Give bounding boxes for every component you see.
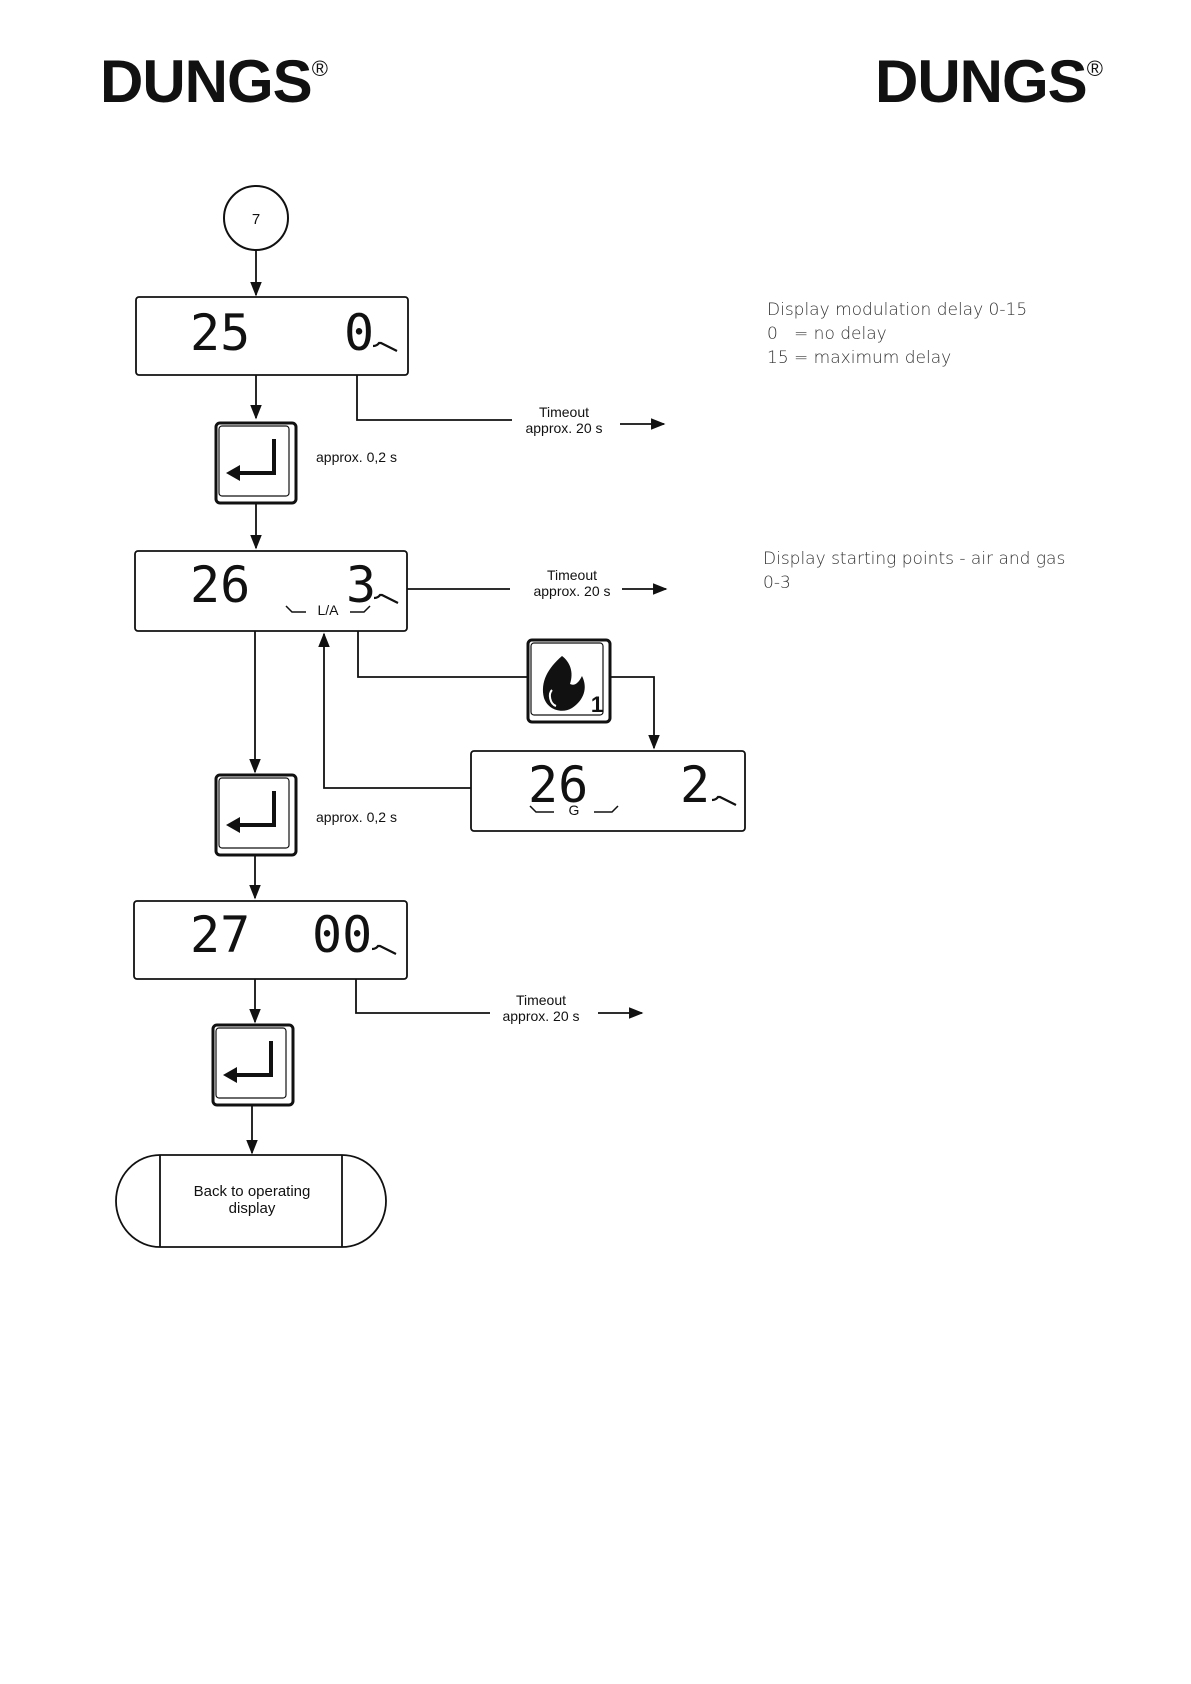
svg-text:approx. 0,2 s: approx. 0,2 s [316,449,397,465]
lcd-display-26-gas: 26 2 G [471,751,745,831]
flame-button-icon: 1 [528,640,610,722]
svg-text:Timeout: Timeout [516,992,566,1008]
svg-text:approx. 0,2 s: approx. 0,2 s [316,809,397,825]
svg-text:L/A: L/A [317,602,339,618]
svg-text:G: G [569,802,580,818]
start-connector: 7 [224,186,288,250]
svg-text:25: 25 [190,304,250,362]
svg-text:1: 1 [591,692,603,717]
svg-text:27: 27 [190,906,250,964]
svg-text:0: 0 [344,304,374,362]
svg-text:Timeout: Timeout [539,404,589,420]
enter-key-icon [216,775,296,855]
svg-text:Back to operating: Back to operating [194,1183,311,1200]
modulation-delay-description: Display modulation delay 0-15 0 = no del… [767,298,1027,370]
svg-text:3: 3 [346,556,376,614]
svg-text:approx. 20 s: approx. 20 s [525,420,602,436]
enter-key-icon [213,1025,293,1105]
svg-text:7: 7 [252,211,260,228]
starting-points-description: Display starting points - air and gas 0-… [763,547,1065,595]
svg-text:Timeout: Timeout [547,567,597,583]
lcd-display-27: 27 00 [134,901,407,979]
svg-text:approx. 20 s: approx. 20 s [533,583,610,599]
lcd-display-26-air: 26 3 L/A [135,551,407,631]
svg-text:2: 2 [680,756,710,814]
enter-key-icon [216,423,296,503]
svg-text:26: 26 [190,556,250,614]
svg-text:approx. 20 s: approx. 20 s [502,1008,579,1024]
lcd-display-25: 25 0 [136,297,408,375]
svg-text:display: display [229,1200,276,1217]
end-terminator: Back to operating display [116,1155,386,1247]
svg-text:00: 00 [312,906,372,964]
